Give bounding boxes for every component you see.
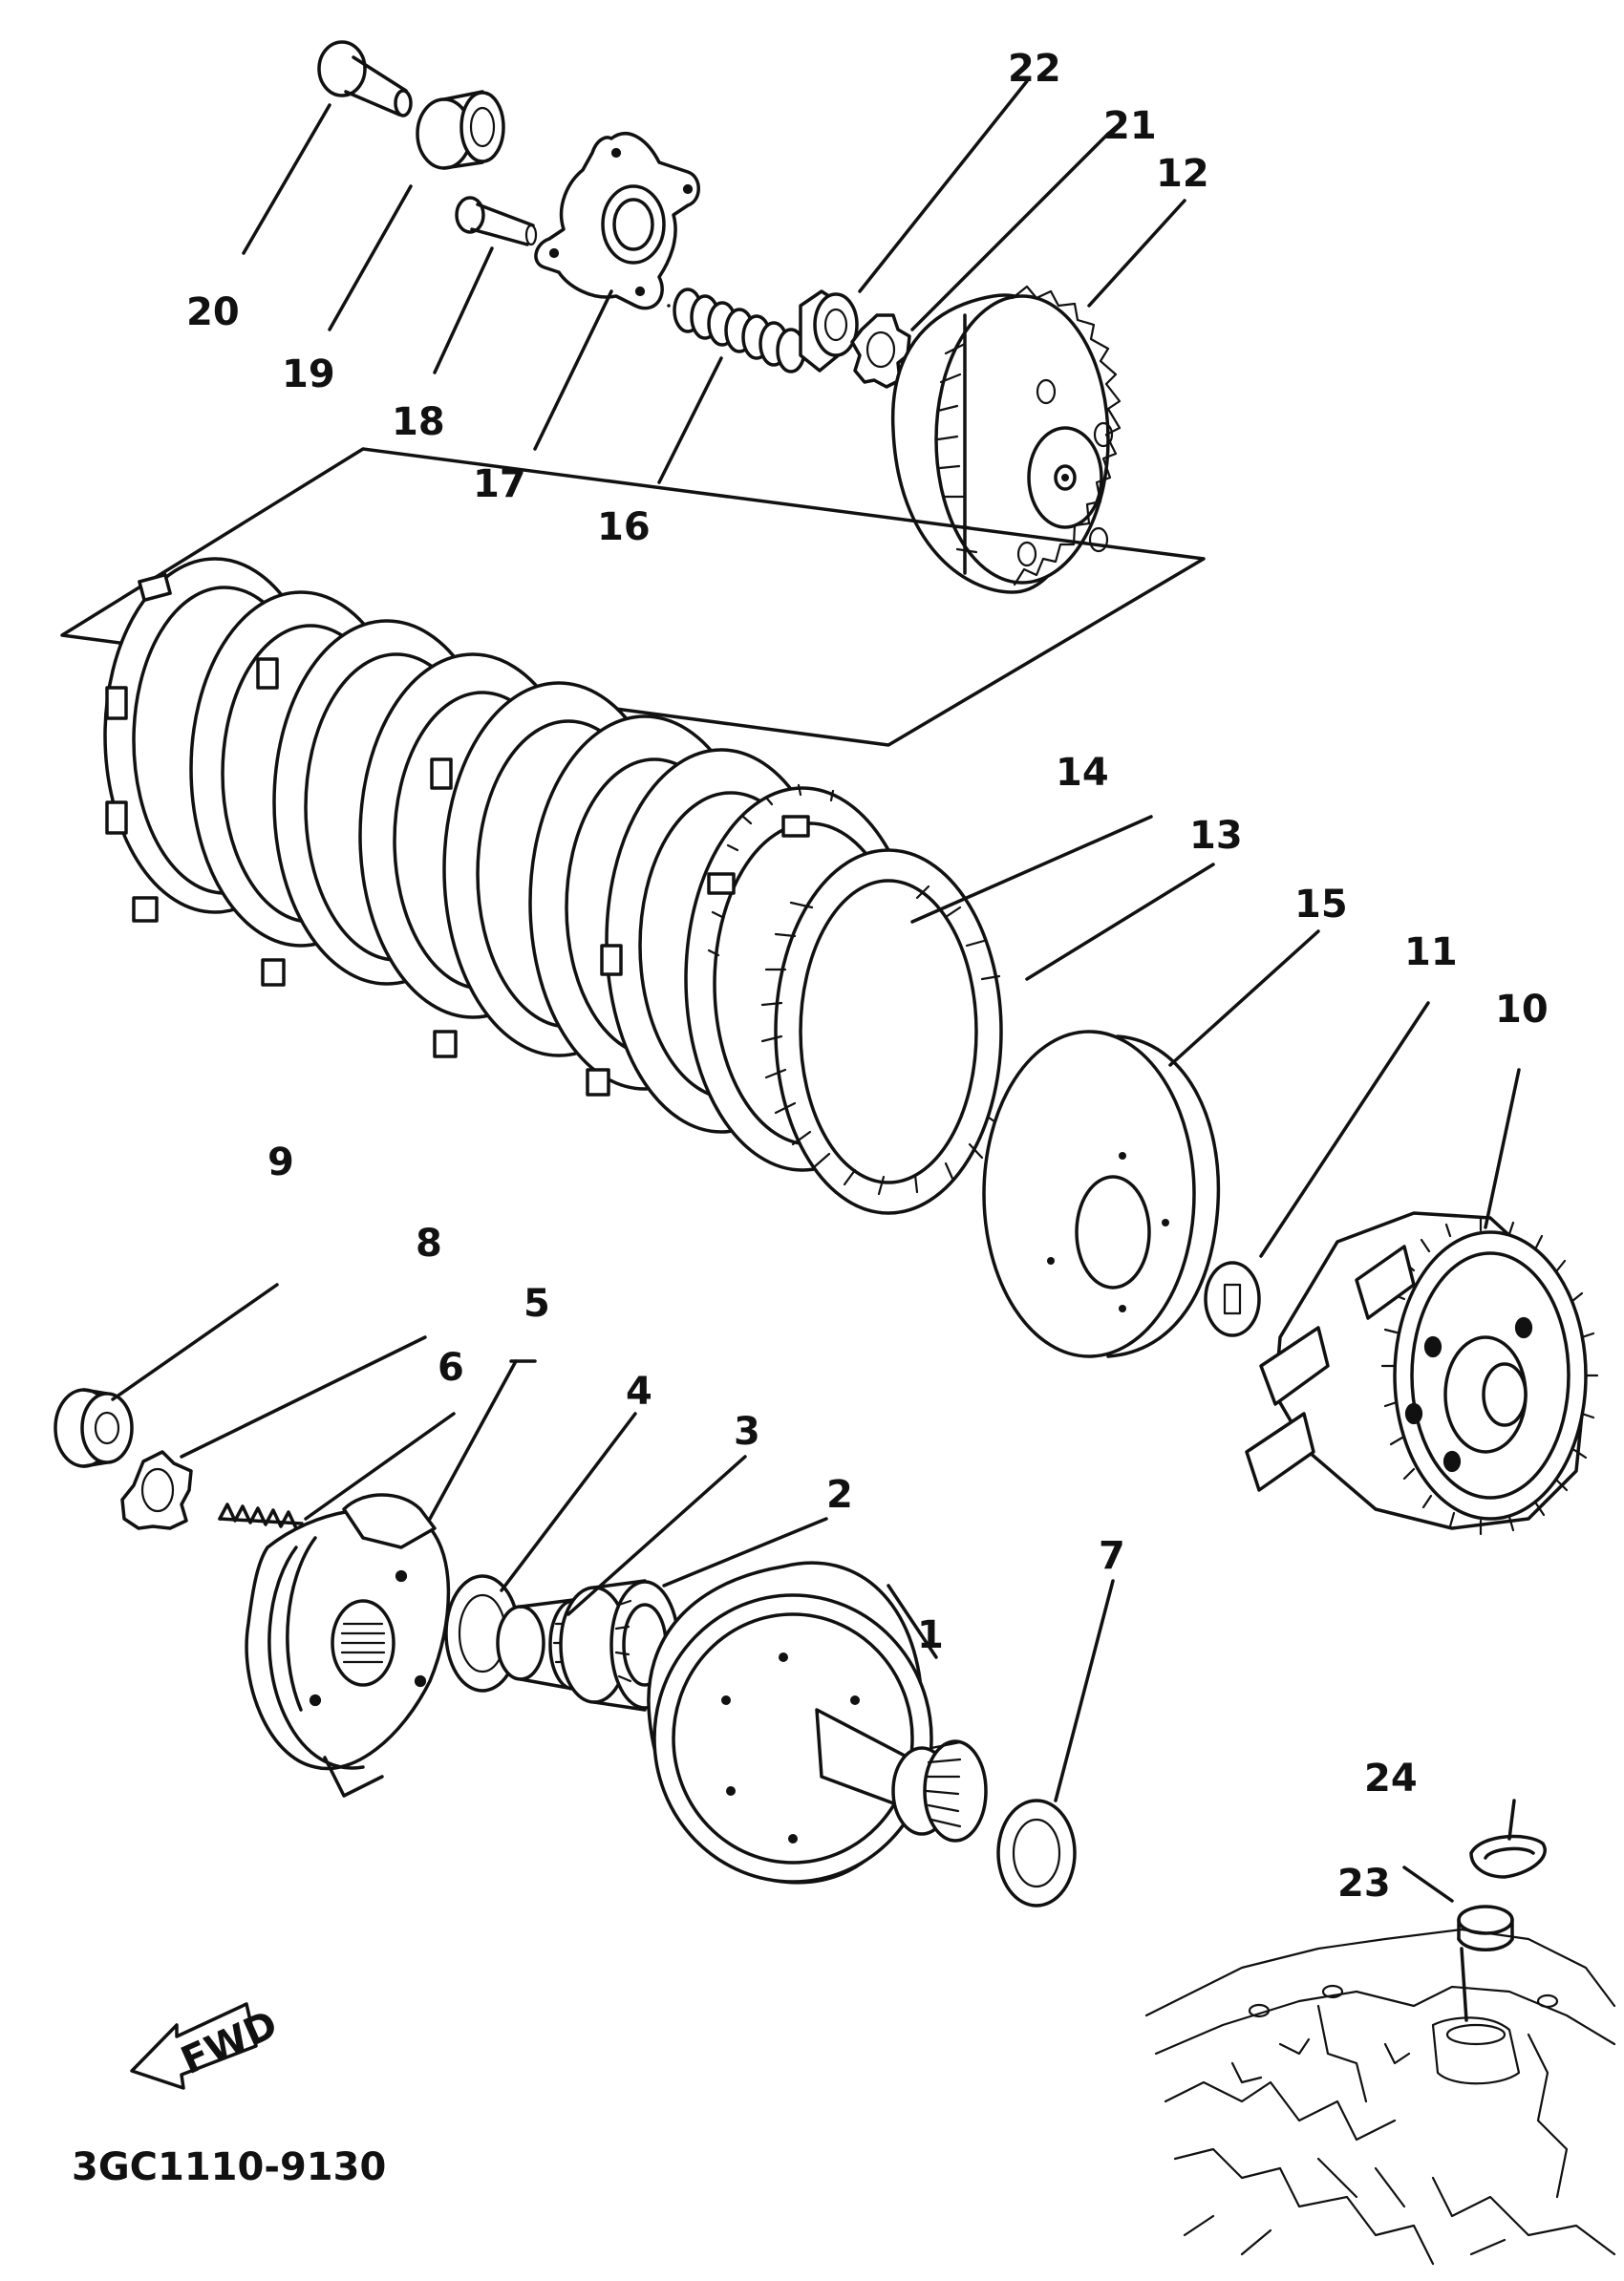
part-16-spring — [667, 288, 806, 373]
part-12-clutch-boss — [890, 285, 1122, 594]
callout-14: 14 — [1056, 751, 1109, 795]
callout-2: 2 — [826, 1473, 853, 1517]
leader-lines — [111, 79, 1521, 2022]
callout-21: 21 — [1103, 104, 1157, 148]
part-2-bearing — [559, 1579, 680, 1712]
callout-10: 10 — [1495, 988, 1549, 1032]
fwd-arrow-icon: FWD — [130, 2002, 284, 2090]
callout-7: 7 — [1099, 1534, 1125, 1578]
part-15-plate-disc — [982, 1030, 1221, 1358]
callout-11: 11 — [1404, 930, 1458, 974]
part-19-bearing — [416, 90, 505, 170]
callout-22: 22 — [1008, 47, 1061, 91]
callout-19: 19 — [282, 352, 335, 396]
callout-4: 4 — [626, 1370, 652, 1414]
part-6-spring — [218, 1503, 304, 1530]
callout-16: 16 — [597, 505, 651, 549]
drawing-code: 3GC1110-9130 — [72, 2145, 386, 2189]
part-11-washer — [1204, 1261, 1261, 1337]
callout-23: 23 — [1337, 1862, 1391, 1906]
part-8-lock-washer — [120, 1450, 193, 1530]
part-18-bolt — [455, 196, 538, 246]
part-20-bolt — [317, 40, 413, 117]
part-24-circlip — [1469, 1834, 1547, 1879]
crankcase-fragment — [1144, 1928, 1616, 2266]
callout-18: 18 — [392, 400, 445, 444]
part-7-washer — [996, 1799, 1077, 1908]
part-17-pressure-plate — [534, 132, 700, 310]
callout-1: 1 — [917, 1613, 944, 1657]
callout-20: 20 — [186, 290, 240, 334]
callout-15: 15 — [1294, 883, 1348, 927]
callout-12: 12 — [1156, 152, 1209, 196]
callout-13: 13 — [1189, 814, 1243, 858]
callout-6: 6 — [438, 1346, 464, 1390]
part-21-lock-washer — [850, 313, 911, 389]
part-23-plug — [1457, 1905, 1514, 1951]
callout-8: 8 — [416, 1222, 442, 1266]
clutch-plate-stack — [103, 557, 1005, 1215]
callout-5: 5 — [524, 1282, 550, 1326]
part-10-clutch-housing — [1245, 1211, 1599, 1536]
part-22-nut — [799, 289, 859, 373]
callout-17: 17 — [473, 462, 526, 506]
part-1-primary-drive — [647, 1561, 988, 1885]
callout-9: 9 — [267, 1140, 294, 1184]
callout-3: 3 — [734, 1410, 760, 1454]
callout-labels: 1 2 3 4 5 6 7 8 9 10 11 12 13 14 15 16 1… — [186, 47, 1549, 1906]
part-9-washer — [53, 1388, 134, 1468]
part-5-centrifugal-clutch — [245, 1493, 451, 1798]
callout-24: 24 — [1364, 1757, 1418, 1801]
